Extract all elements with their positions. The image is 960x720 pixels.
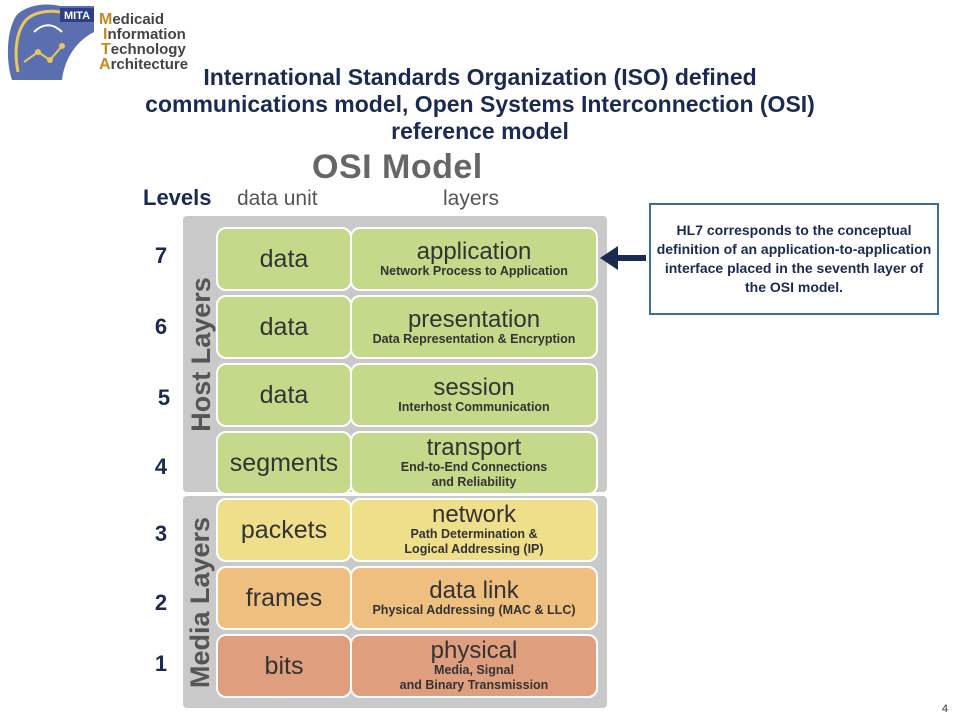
layer-name: application bbox=[416, 237, 532, 265]
level-number: 6 bbox=[154, 314, 168, 339]
level-number: 7 bbox=[154, 243, 168, 268]
data-unit-cell: data bbox=[216, 295, 352, 359]
logo-word: nformation bbox=[107, 26, 186, 43]
data-unit-cell: packets bbox=[216, 498, 352, 562]
layer-name: network bbox=[431, 501, 517, 528]
level-number: 5 bbox=[157, 385, 171, 410]
host-layers-label: Host Layers bbox=[184, 216, 218, 492]
mita-logo-emblem: MITA bbox=[7, 4, 94, 80]
media-layers-label: Media Layers bbox=[184, 496, 218, 708]
layer-name: transport bbox=[426, 434, 522, 461]
slide-title-line: communications model, Open Systems Inter… bbox=[145, 91, 815, 117]
data-unit-cell: bits bbox=[216, 634, 352, 698]
logo-initial: M bbox=[99, 11, 113, 28]
logo-word: edicaid bbox=[112, 11, 165, 28]
layer-description: Logical Addressing (IP) bbox=[404, 542, 544, 556]
layer-description: and Reliability bbox=[431, 475, 517, 489]
logo-initial: I bbox=[103, 26, 108, 43]
mita-logo: MITA Medicaid Information Technology Arc… bbox=[4, 2, 204, 84]
media-layers-label-text: Media Layers bbox=[185, 516, 216, 688]
page-number: 4 bbox=[941, 703, 948, 715]
data-unit-cell: segments bbox=[216, 431, 352, 495]
logo-word: rchitecture bbox=[110, 56, 189, 73]
layers-column-header: layers bbox=[443, 187, 500, 210]
layer-name: physical bbox=[430, 637, 518, 664]
hl7-callout: HL7 corresponds to the conceptual defini… bbox=[649, 203, 939, 315]
level-number: 2 bbox=[154, 590, 168, 615]
data-unit-cell: data bbox=[216, 227, 352, 291]
levels-label: Levels bbox=[143, 185, 212, 210]
level-number: 1 bbox=[154, 651, 168, 676]
data-unit-cell: data bbox=[216, 363, 352, 427]
level-number: 4 bbox=[154, 454, 168, 479]
layer-description: Media, Signal bbox=[434, 663, 514, 677]
osi-model-heading: OSI Model bbox=[312, 148, 483, 186]
arrow-left-icon bbox=[600, 246, 646, 270]
data-unit-cell: frames bbox=[216, 566, 352, 630]
layer-description: Network Process to Application bbox=[380, 263, 568, 278]
level-number: 3 bbox=[154, 521, 168, 546]
slide-title: International Standards Organization (IS… bbox=[80, 64, 880, 145]
slide-title-line: reference model bbox=[391, 118, 569, 144]
layer-name: session bbox=[433, 373, 515, 401]
slide-title-line: International Standards Organization (IS… bbox=[203, 64, 757, 90]
layer-description: Physical Addressing (MAC & LLC) bbox=[372, 602, 576, 617]
logo-word: echnology bbox=[110, 41, 186, 58]
layer-description: Data Representation & Encryption bbox=[372, 331, 576, 346]
logo-wordmark: Medicaid Information Technology Architec… bbox=[99, 11, 189, 73]
logo-badge: MITA bbox=[64, 10, 90, 22]
layer-name: data link bbox=[429, 576, 519, 604]
logo-initial: A bbox=[99, 56, 111, 73]
layer-description: Interhost Communication bbox=[398, 399, 550, 414]
data-unit-column-header: data unit bbox=[237, 187, 318, 210]
layer-name: presentation bbox=[407, 305, 541, 333]
layer-description: and Binary Transmission bbox=[399, 678, 549, 692]
logo-initial: T bbox=[101, 41, 111, 58]
host-layers-label-text: Host Layers bbox=[185, 276, 216, 432]
hl7-callout-text: HL7 corresponds to the conceptual defini… bbox=[656, 222, 932, 295]
layer-description: End-to-End Connections bbox=[400, 460, 548, 474]
layer-description: Path Determination & bbox=[410, 527, 538, 541]
